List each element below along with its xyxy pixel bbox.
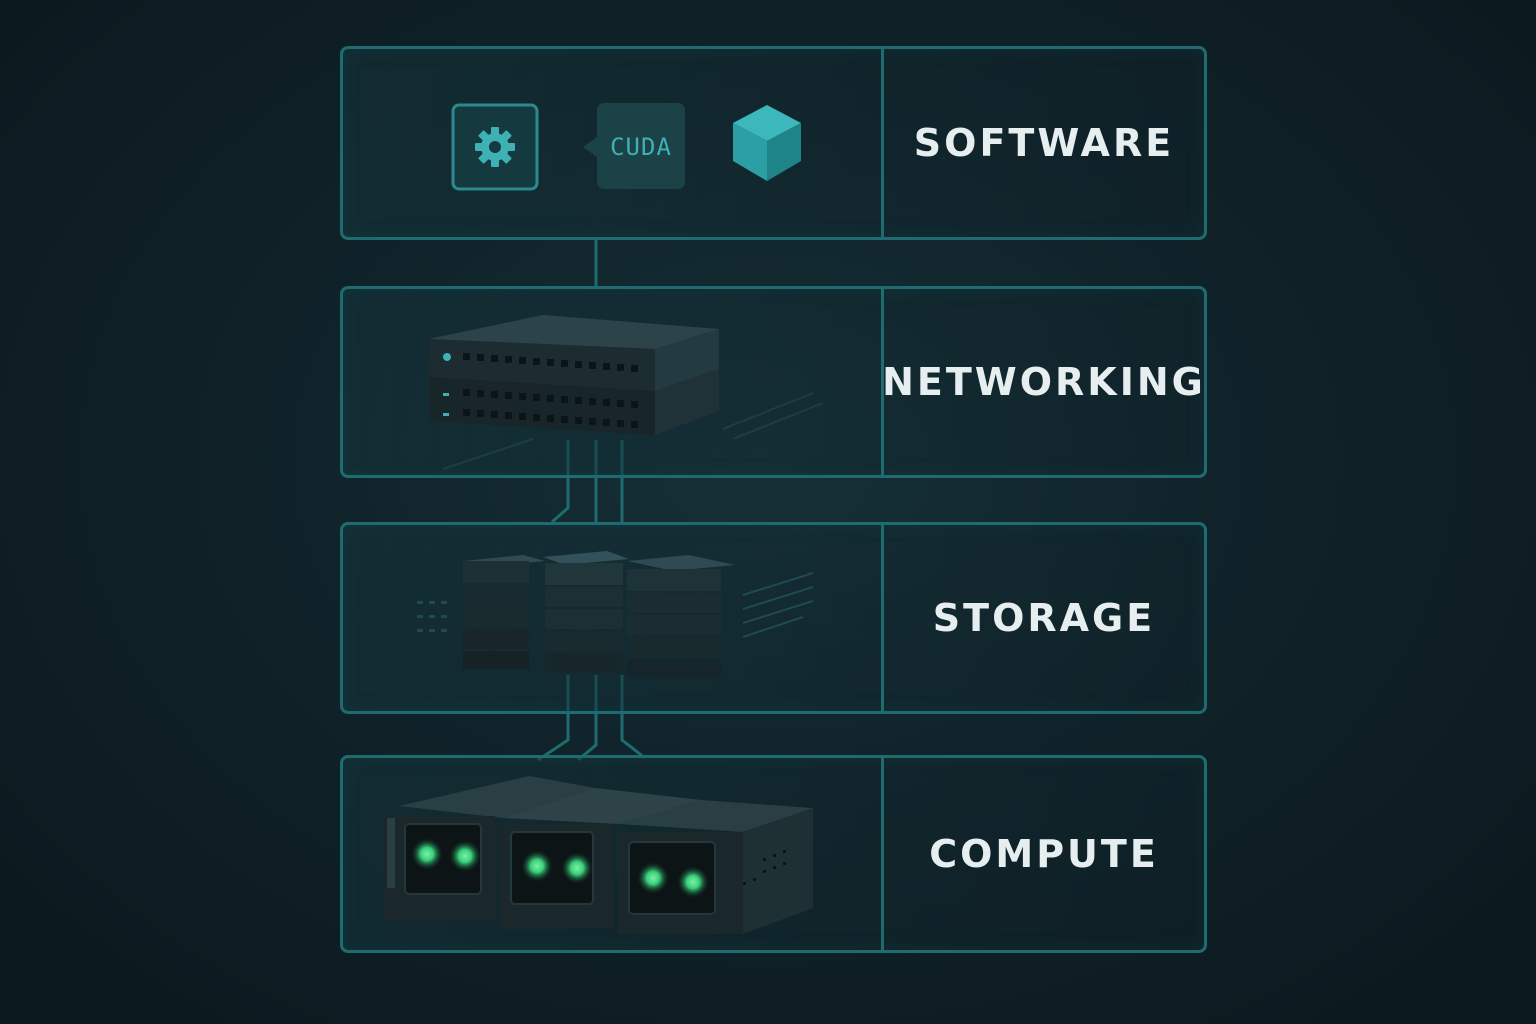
- gpu-server-icon: [383, 776, 813, 934]
- cuda-chip-icon: CUDA: [583, 103, 685, 189]
- storage-layer: STORAGE: [340, 522, 1207, 714]
- compute-divider: [881, 758, 884, 950]
- software-layer: CUDA SOFTWARE: [340, 46, 1207, 240]
- networking-visual: [343, 289, 881, 475]
- networking-label: NETWORKING: [882, 360, 1206, 404]
- cube-icon: [733, 105, 801, 181]
- networking-divider: [881, 289, 884, 475]
- networking-layer: NETWORKING: [340, 286, 1207, 478]
- software-visual: CUDA: [343, 49, 881, 237]
- compute-layer: COMPUTE: [340, 755, 1207, 953]
- storage-visual: [343, 525, 881, 711]
- software-divider: [881, 49, 884, 237]
- compute-visual: [343, 758, 881, 950]
- cuda-label: CUDA: [610, 133, 672, 161]
- compute-label: COMPUTE: [929, 832, 1159, 876]
- software-label: SOFTWARE: [913, 121, 1175, 165]
- network-switch-icon: [429, 315, 824, 470]
- storage-divider: [881, 525, 884, 711]
- gear-icon: [451, 103, 539, 191]
- storage-label: STORAGE: [932, 596, 1156, 640]
- storage-array-icon: [417, 551, 814, 677]
